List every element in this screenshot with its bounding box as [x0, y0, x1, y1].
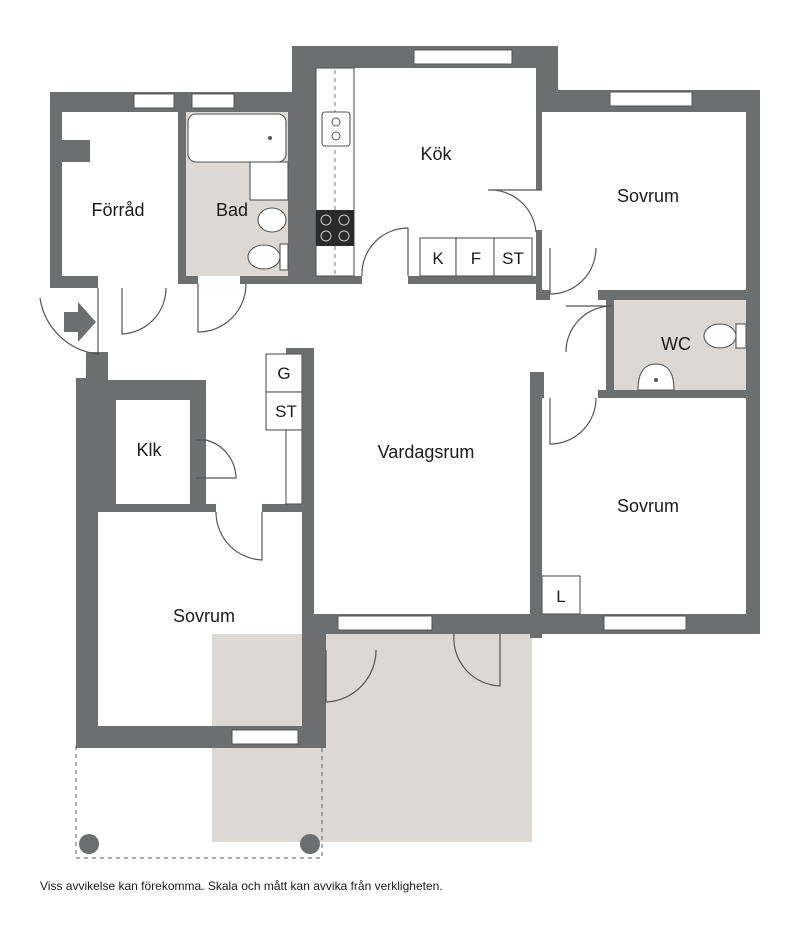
bath-fixtures: [187, 113, 289, 271]
room-label-vardagsrum: Vardagsrum: [378, 442, 475, 462]
hall-cabinets: [265, 353, 303, 505]
room-label-klk: Klk: [136, 440, 162, 460]
wc-fixtures: [637, 323, 747, 391]
room-label-forrad: Förråd: [91, 200, 144, 220]
kitchen-counter: [315, 67, 355, 277]
room-label-sovrum-ne: Sovrum: [617, 186, 679, 206]
appliance-label-f: F: [471, 249, 481, 268]
appliance-label-k: K: [432, 249, 444, 268]
appliance-label-st-hall: ST: [275, 402, 297, 421]
doors: [39, 189, 613, 703]
room-label-sovrum-sw: Sovrum: [173, 606, 235, 626]
pergola-post-right: [300, 834, 320, 854]
windows: [133, 49, 693, 745]
room-label-sovrum-e: Sovrum: [617, 496, 679, 516]
bedroom-wardrobe: [541, 575, 581, 615]
appliance-label-g: G: [277, 364, 290, 383]
pergola-post-left: [79, 834, 99, 854]
appliance-label-l: L: [556, 587, 565, 606]
appliance-label-st-kitchen: ST: [502, 249, 524, 268]
entrance-arrow-icon: [64, 302, 96, 342]
room-label-bad: Bad: [216, 200, 248, 220]
disclaimer-text: Viss avvikelse kan förekomma. Skala och …: [40, 879, 443, 893]
room-label-kok: Kök: [420, 144, 452, 164]
room-label-wc: WC: [661, 334, 691, 354]
kitchen-appliances: [419, 237, 533, 277]
